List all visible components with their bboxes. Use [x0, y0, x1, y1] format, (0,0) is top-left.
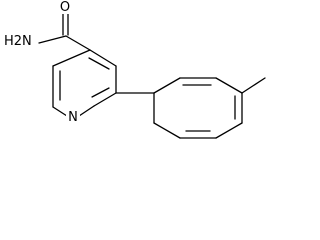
bond-c-carbonyl-to-nh2: [38, 35, 67, 44]
pyridine-bond-c5-c6: [93, 92, 117, 107]
ring-nitrogen-label-bg: [66, 110, 80, 124]
carbonyl-oxygen-label: O: [60, 0, 70, 15]
benzene-bond-1: [153, 77, 181, 94]
pyridine-inner-double-bond-1: [88, 57, 110, 70]
molecule-diagram: O H2N N: [3, 0, 266, 139]
bond-c-carbonyl-to-ring: [65, 35, 91, 51]
benzene-bond-5: [215, 122, 243, 139]
tolyl-ring: [153, 77, 243, 139]
pyridine-bond-c6-n: [78, 105, 95, 117]
pyridine-inner-double-bond-3: [91, 87, 110, 98]
pyridine-ring: [52, 49, 117, 117]
ring-nitrogen-label: N: [68, 110, 78, 125]
benzene-bond-7: [153, 122, 181, 139]
structure-canvas: O H2N N: [3, 0, 266, 139]
pyridine-bond-c3-c4-ring-link: [52, 49, 91, 67]
pyridine-bond-n-c2: [52, 106, 68, 117]
amide-nitrogen-label-bg: [3, 34, 37, 48]
benzene-bond-3: [215, 77, 243, 94]
amide-nitrogen-label: H2N: [4, 34, 32, 49]
pyridine-bond-c3-c4: [89, 49, 117, 67]
methyl-bond: [241, 77, 266, 94]
atom-labels: O H2N N: [3, 0, 80, 125]
oxygen-label-bg: [58, 0, 73, 14]
